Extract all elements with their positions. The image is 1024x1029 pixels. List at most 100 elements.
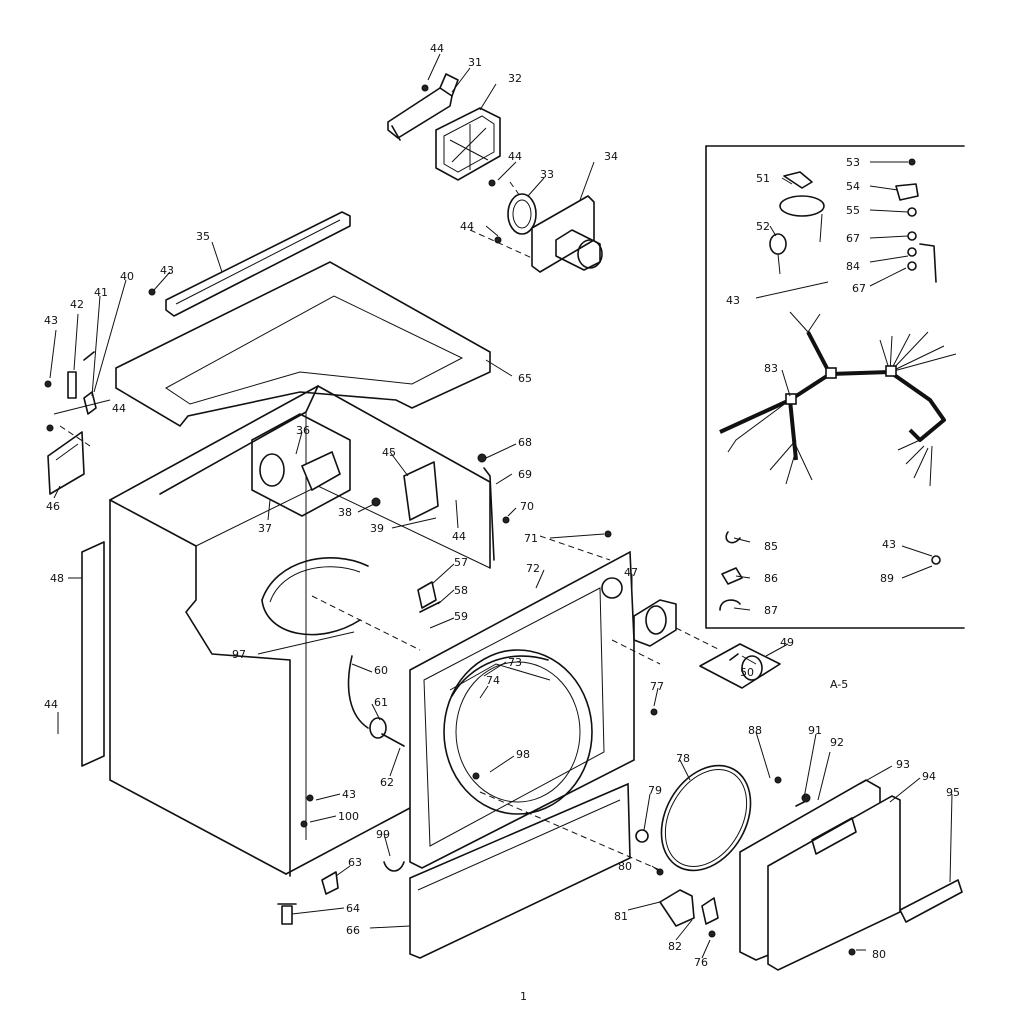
screws-top xyxy=(421,84,502,244)
label-77: 77 xyxy=(650,680,664,693)
label-61: 61 xyxy=(374,696,388,709)
label-33: 33 xyxy=(540,168,554,181)
latch-49-50 xyxy=(699,643,781,689)
label-38: 38 xyxy=(338,506,352,519)
screw-77 xyxy=(650,708,658,716)
label-59: 59 xyxy=(454,610,468,623)
assembly-guides xyxy=(59,181,721,871)
clip-99 xyxy=(383,861,405,872)
label-44: 44 xyxy=(452,530,466,543)
inset-box xyxy=(705,145,965,629)
part-58 xyxy=(419,601,441,613)
label-53: 53 xyxy=(846,156,860,169)
bracket-45 xyxy=(403,461,439,521)
label-66: 66 xyxy=(346,924,360,937)
part-92 xyxy=(801,793,811,803)
label-97: 97 xyxy=(232,648,246,661)
fan-32 xyxy=(435,107,501,181)
label-40: 40 xyxy=(120,270,134,283)
label-45: 45 xyxy=(382,446,396,459)
top-panel-65 xyxy=(115,261,491,428)
label-63: 63 xyxy=(348,856,362,869)
label-94: 94 xyxy=(922,770,936,783)
label-43: 43 xyxy=(726,294,740,307)
page-mark: 1 xyxy=(520,990,527,1003)
leader-lines xyxy=(49,53,953,959)
label-32: 32 xyxy=(508,72,522,85)
screw-100 xyxy=(300,820,308,828)
inset-tag: A-5 xyxy=(830,678,848,691)
label-87: 87 xyxy=(764,604,778,617)
hinge-81-82 xyxy=(659,889,719,927)
label-67: 67 xyxy=(852,282,866,295)
label-93: 93 xyxy=(896,758,910,771)
label-80: 80 xyxy=(872,948,886,961)
screw-43-low xyxy=(306,794,314,802)
motor-37 xyxy=(251,413,351,517)
label-62: 62 xyxy=(380,776,394,789)
label-88: 88 xyxy=(748,724,762,737)
label-52: 52 xyxy=(756,220,770,233)
door-assembly-93-94 xyxy=(739,779,901,971)
label-50: 50 xyxy=(740,666,754,679)
harness-83 xyxy=(719,311,957,487)
part-41 xyxy=(83,351,95,361)
label-46: 46 xyxy=(46,500,60,513)
label-51: 51 xyxy=(756,172,770,185)
screw-80-b xyxy=(848,948,856,956)
label-43: 43 xyxy=(882,538,896,551)
bracket-46 xyxy=(47,431,85,495)
part-98 xyxy=(472,772,480,780)
label-41: 41 xyxy=(94,286,108,299)
label-71: 71 xyxy=(524,532,538,545)
cord-51 xyxy=(779,171,825,243)
clips-85-89 xyxy=(719,531,941,611)
handle-95 xyxy=(899,879,963,923)
label-83: 83 xyxy=(764,362,778,375)
label-92: 92 xyxy=(830,736,844,749)
rail-69 xyxy=(483,467,495,561)
hinge-47 xyxy=(633,599,677,647)
label-99: 99 xyxy=(376,828,390,841)
label-37: 37 xyxy=(258,522,272,535)
screw-88 xyxy=(774,776,782,784)
label-44: 44 xyxy=(44,698,58,711)
part-42 xyxy=(67,371,77,399)
rail-35 xyxy=(165,211,351,317)
front-panel-72 xyxy=(409,550,635,869)
label-67: 67 xyxy=(846,232,860,245)
hose-60-61 xyxy=(347,655,405,747)
label-95: 95 xyxy=(946,786,960,799)
label-36: 36 xyxy=(296,424,310,437)
label-64: 64 xyxy=(346,902,360,915)
valve-57 xyxy=(417,581,437,609)
terminal-block-53-67 xyxy=(895,158,937,283)
seal-78 xyxy=(660,764,752,872)
gasket-73 xyxy=(451,655,549,697)
label-34: 34 xyxy=(604,150,618,163)
label-80: 80 xyxy=(618,860,632,873)
label-68: 68 xyxy=(518,436,532,449)
foot-64 xyxy=(277,903,297,925)
label-98: 98 xyxy=(516,748,530,761)
label-43: 43 xyxy=(44,314,58,327)
part-68 xyxy=(477,453,487,463)
label-65: 65 xyxy=(518,372,532,385)
label-55: 55 xyxy=(846,204,860,217)
label-47: 47 xyxy=(624,566,638,579)
label-79: 79 xyxy=(648,784,662,797)
label-76: 76 xyxy=(694,956,708,969)
label-70: 70 xyxy=(520,500,534,513)
label-39: 39 xyxy=(370,522,384,535)
label-44: 44 xyxy=(430,42,444,55)
screw-43-left xyxy=(44,380,52,388)
label-54: 54 xyxy=(846,180,860,193)
label-44: 44 xyxy=(508,150,522,163)
label-89: 89 xyxy=(880,572,894,585)
label-78: 78 xyxy=(676,752,690,765)
label-48: 48 xyxy=(50,572,64,585)
label-85: 85 xyxy=(764,540,778,553)
label-81: 81 xyxy=(614,910,628,923)
label-73: 73 xyxy=(508,656,522,669)
